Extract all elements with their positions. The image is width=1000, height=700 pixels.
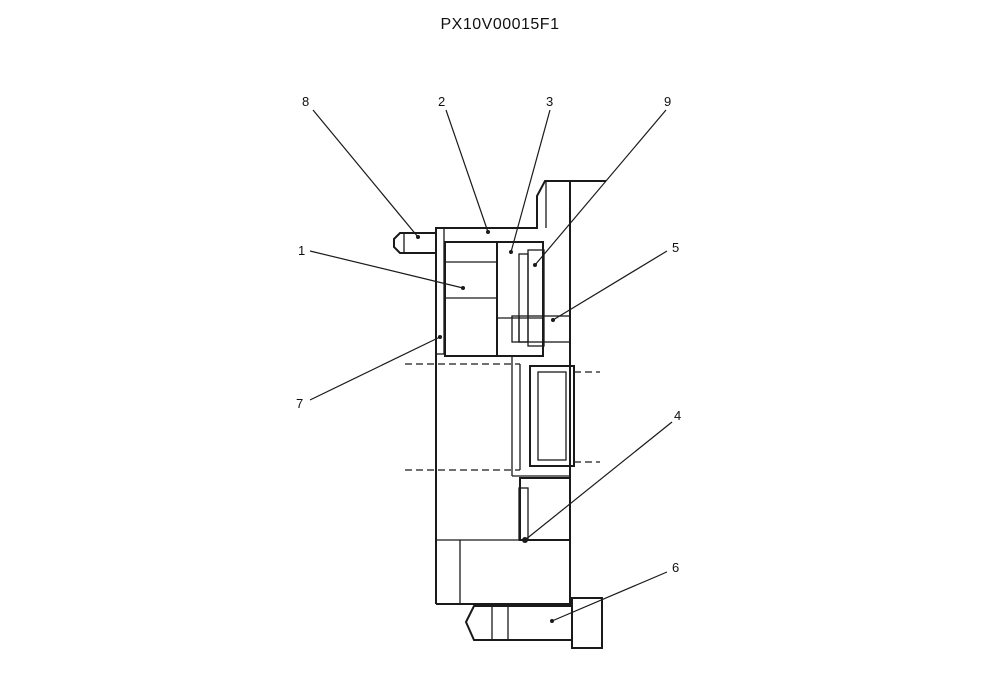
callout-1: 1 [298, 243, 305, 258]
callout-7: 7 [296, 396, 303, 411]
callout-6: 6 [672, 560, 679, 575]
callout-3: 3 [546, 94, 553, 109]
callout-5: 5 [672, 240, 679, 255]
callout-9: 9 [664, 94, 671, 109]
housing-drawing [393, 180, 606, 649]
callout-4: 4 [674, 408, 681, 423]
callout-8: 8 [302, 94, 309, 109]
diagram-title: PX10V00015F1 [440, 16, 560, 33]
leader-lines [309, 109, 673, 623]
callout-2: 2 [438, 94, 445, 109]
callout-labels: 8 2 3 9 1 5 7 4 6 [296, 94, 681, 575]
